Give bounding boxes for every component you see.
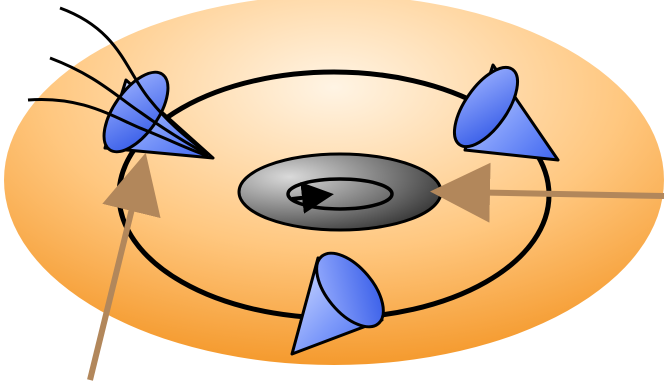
pointer-arrow-hub: [454, 192, 664, 196]
central-rotating-hub: [239, 154, 441, 230]
